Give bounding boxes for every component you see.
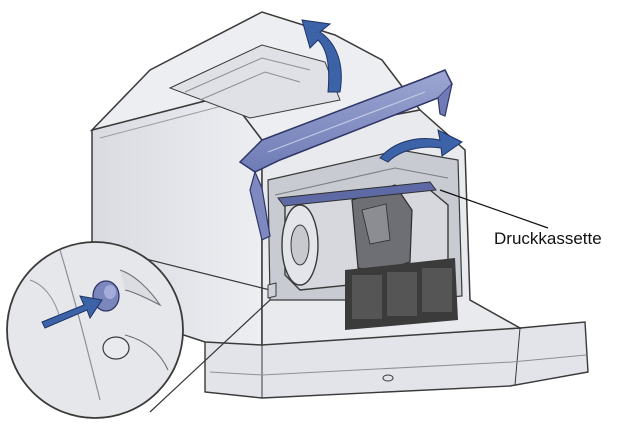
top-cover <box>238 69 453 241</box>
printer-top <box>89 11 422 141</box>
printer-vent-panel <box>345 258 458 330</box>
callout-leader-line <box>439 189 549 229</box>
curved-right-arrow-icon <box>379 129 463 163</box>
side-latch <box>267 282 277 299</box>
straight-arrow-icon <box>41 295 103 329</box>
detail-zoom-circle <box>6 241 271 419</box>
cartridge-callout-label: Druckkassette <box>494 229 602 248</box>
curved-up-arrow-icon <box>301 19 342 93</box>
